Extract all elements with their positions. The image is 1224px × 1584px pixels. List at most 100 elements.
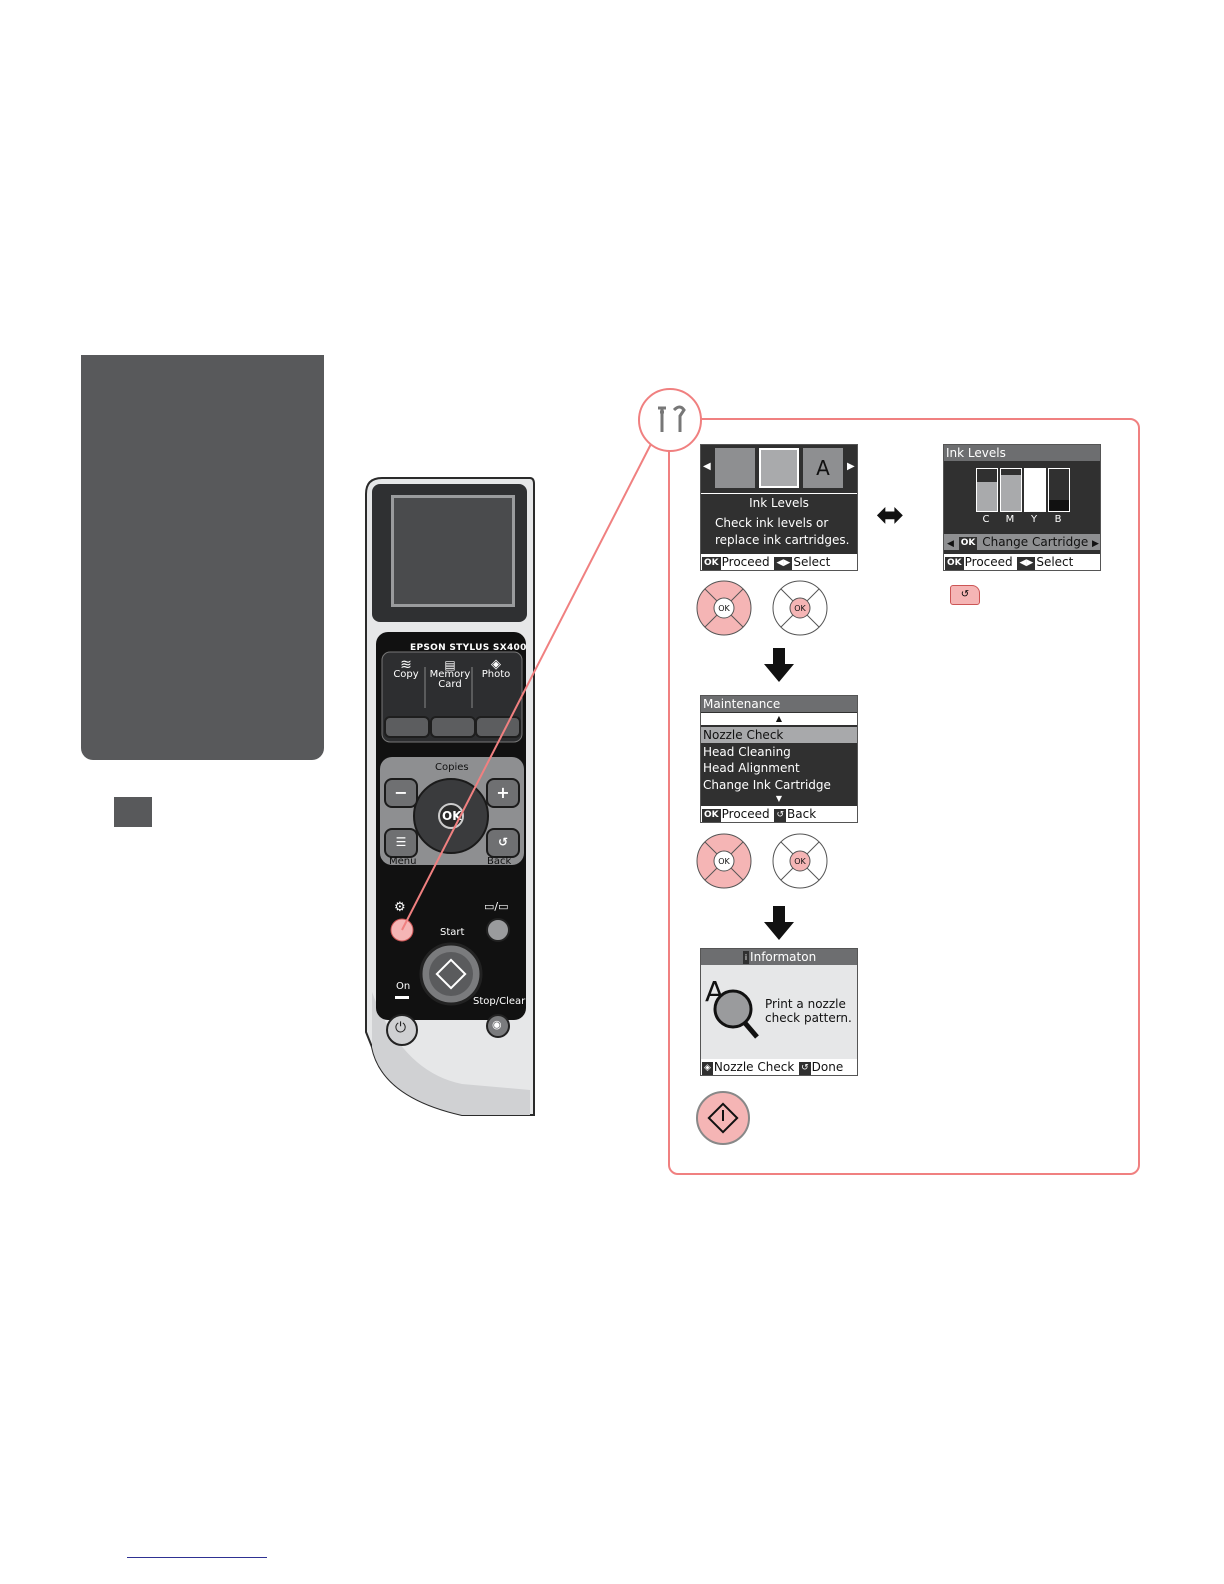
section-tab bbox=[81, 355, 324, 760]
menu-item-head-cleaning[interactable]: Head Cleaning bbox=[703, 745, 791, 759]
minus-button[interactable]: − bbox=[384, 778, 418, 808]
down-arrow-icon bbox=[764, 906, 794, 940]
back-icon: ↺ bbox=[774, 809, 787, 822]
info-message: Print a nozzle check pattern. bbox=[765, 997, 852, 1025]
back-button[interactable]: ↺ bbox=[486, 828, 520, 858]
copy-icon: ≋ bbox=[400, 657, 412, 673]
back-icon: ↺ bbox=[799, 1062, 811, 1075]
ink-fill-b bbox=[1049, 500, 1069, 511]
ink-check-icon bbox=[759, 448, 799, 488]
icon-strip: ◀ A ▶ bbox=[701, 445, 857, 493]
back-label: Back bbox=[487, 856, 512, 867]
change-cartridge-bar: ◀ OK Change Cartridge ▶ bbox=[944, 534, 1100, 550]
nozzle-check-icon: A bbox=[705, 975, 759, 1039]
ink-bar-b bbox=[1048, 468, 1070, 512]
callout-line bbox=[401, 441, 653, 931]
done-label: Done bbox=[811, 1060, 844, 1074]
photo-icon: ◈ bbox=[491, 657, 501, 672]
stop-icon: ◉ bbox=[492, 1018, 502, 1031]
display-toggle-icon: ▭/▭ bbox=[484, 900, 509, 913]
power-icon: ⏻ bbox=[395, 1020, 407, 1036]
proceed-label: Proceed bbox=[964, 555, 1013, 569]
desc-line-1: Check ink levels or bbox=[715, 516, 829, 530]
menu-item-head-alignment[interactable]: Head Alignment bbox=[703, 761, 800, 775]
message-line-2: check pattern. bbox=[765, 1011, 852, 1025]
screen-maintenance: Maintenance ▲ Nozzle Check Head Cleaning… bbox=[700, 695, 858, 823]
brand-label: EPSON STYLUS SX400 bbox=[410, 643, 527, 653]
select-label: Select bbox=[793, 555, 831, 569]
proceed-label: Proceed bbox=[721, 555, 770, 569]
right-arrow-icon: ▶ bbox=[847, 461, 855, 472]
setup-mode-badge bbox=[638, 388, 702, 452]
select-label: Select bbox=[1036, 555, 1074, 569]
message-line-1: Print a nozzle bbox=[765, 997, 846, 1011]
menu-item-change-ink[interactable]: Change Ink Cartridge bbox=[703, 778, 831, 792]
on-label: On bbox=[396, 981, 411, 992]
ok-badge: OK bbox=[958, 537, 978, 550]
down-arrow-icon bbox=[764, 648, 794, 682]
ok-badge: OK bbox=[702, 809, 721, 822]
ok-badge: OK bbox=[945, 557, 964, 570]
photo-mode-label: ◈Photo bbox=[474, 657, 518, 708]
page-number-box bbox=[114, 797, 152, 827]
ok-badge: OK bbox=[702, 557, 721, 570]
setup-icon: ⚙ bbox=[394, 900, 406, 915]
start-icon: ◈ bbox=[702, 1062, 713, 1075]
svg-text:OK: OK bbox=[794, 604, 806, 613]
ink-bar-m bbox=[1000, 468, 1022, 512]
memory-card-mode-label: ▤Memory Card bbox=[429, 658, 471, 690]
menu-title: Ink Levels bbox=[701, 493, 857, 513]
info-icon: i bbox=[742, 951, 750, 964]
back-button-icon: ↺ bbox=[950, 585, 980, 605]
dpad-up-down-highlight: OK bbox=[696, 833, 752, 889]
footer-link-line bbox=[127, 1557, 267, 1558]
svg-text:OK: OK bbox=[794, 857, 806, 866]
alignment-icon: A bbox=[803, 448, 843, 488]
left-right-icon: ◀▶ bbox=[1017, 557, 1036, 570]
maintenance-steps-frame bbox=[668, 418, 1140, 1175]
copy-mode-label: ≋Copy bbox=[384, 657, 428, 708]
ink-fill-m bbox=[1001, 475, 1021, 511]
ok-button[interactable]: OK bbox=[442, 809, 462, 823]
screen-setup-menu: ◀ A ▶ Ink Levels Check ink levels or rep… bbox=[700, 444, 858, 571]
menu-item-nozzle-check[interactable]: Nozzle Check bbox=[701, 727, 857, 743]
copies-label: Copies bbox=[435, 762, 469, 773]
scroll-down-icon: ▼ bbox=[775, 794, 783, 803]
ink-title: Ink Levels bbox=[944, 445, 1100, 461]
panel-display-frame bbox=[372, 484, 527, 622]
ink-label-m: M bbox=[1005, 514, 1015, 525]
start-button-icon bbox=[696, 1091, 750, 1145]
ink-label-c: C bbox=[982, 514, 990, 525]
left-right-icon: ◀▶ bbox=[774, 557, 793, 570]
svg-text:OK: OK bbox=[718, 604, 730, 613]
ink-fill-c bbox=[977, 482, 997, 511]
ink-label-b: B bbox=[1054, 514, 1062, 525]
plus-button[interactable]: + bbox=[486, 778, 520, 808]
menu-button[interactable]: ☰ bbox=[384, 828, 418, 858]
dpad-ok-highlight: OK bbox=[772, 833, 828, 889]
menu-label: Menu bbox=[389, 856, 417, 867]
panel-display bbox=[391, 495, 515, 607]
copy-mode-button[interactable] bbox=[384, 716, 430, 738]
screen-footer: ◈Nozzle Check ↺Done bbox=[701, 1059, 857, 1075]
svg-text:OK: OK bbox=[718, 857, 730, 866]
proceed-label: Proceed bbox=[721, 807, 770, 821]
nozzle-check-label: Nozzle Check bbox=[713, 1060, 795, 1074]
desc-line-2: replace ink cartridges. bbox=[715, 533, 850, 547]
maintenance-title: Maintenance bbox=[701, 696, 857, 712]
ink-label-y: Y bbox=[1030, 514, 1038, 525]
ink-bar-c bbox=[976, 468, 998, 512]
change-cartridge-label: Change Cartridge bbox=[982, 535, 1089, 549]
ink-fill-y bbox=[1025, 469, 1045, 511]
scroll-up-icon: ▲ bbox=[701, 713, 857, 725]
double-arrow-icon: ⬌ bbox=[876, 495, 905, 535]
left-arrow-icon: ◀ bbox=[703, 461, 711, 472]
memory-card-icon: ▤ bbox=[444, 658, 456, 672]
wrench-icon bbox=[658, 405, 686, 432]
